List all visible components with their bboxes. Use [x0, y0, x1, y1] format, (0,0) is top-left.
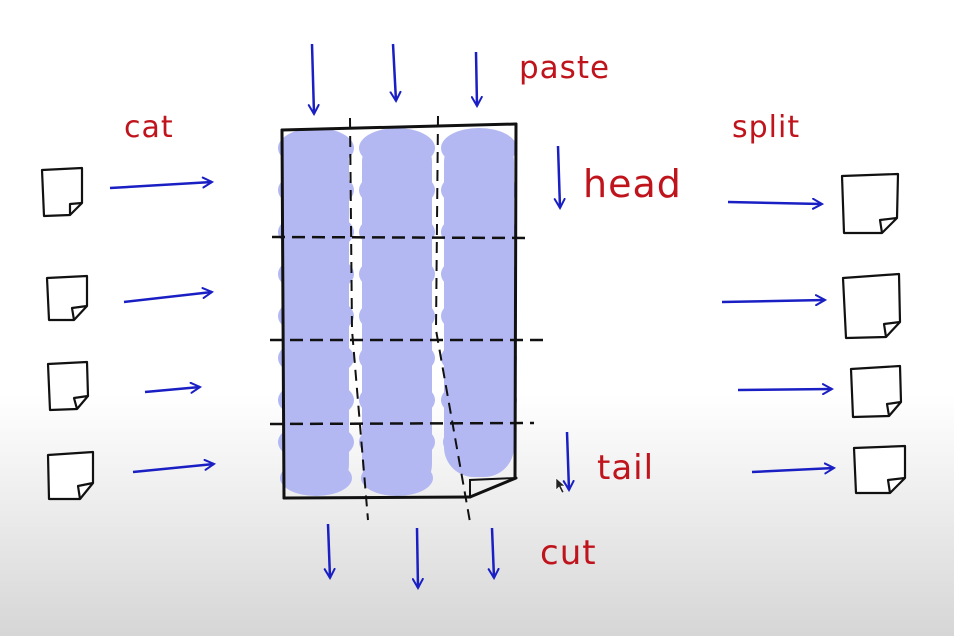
file-icon — [40, 166, 84, 218]
cat-label: cat — [124, 110, 174, 145]
tail-label: tail — [597, 448, 655, 488]
split-arrows — [721, 202, 834, 472]
file-icon — [45, 274, 89, 322]
cat-arrows — [109, 182, 214, 474]
file-icon — [840, 172, 900, 235]
data-table-outline — [280, 122, 518, 500]
output-files — [840, 172, 907, 495]
paste-arrows — [312, 43, 477, 114]
file-icon — [46, 360, 90, 412]
file-icon — [852, 444, 907, 495]
paste-label: paste — [519, 50, 611, 86]
cursor-icon — [555, 477, 566, 494]
input-files — [40, 166, 95, 501]
head-arrow — [558, 145, 560, 208]
data-table-fill — [278, 128, 517, 496]
file-icon — [841, 272, 902, 340]
row-dividers — [269, 235, 545, 426]
cut-arrows — [328, 523, 494, 588]
file-icon — [46, 450, 95, 501]
file-icon — [849, 364, 903, 419]
cut-label: cut — [540, 533, 597, 573]
column-dividers — [349, 115, 471, 523]
head-label: head — [583, 162, 682, 206]
tail-arrow — [567, 431, 569, 490]
split-label: split — [732, 110, 801, 145]
